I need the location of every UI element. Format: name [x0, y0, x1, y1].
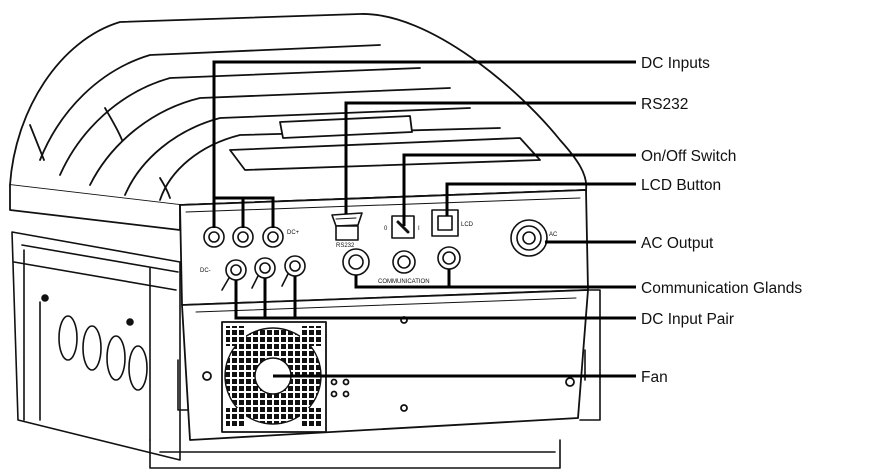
- callout-dc-inputs: DC Inputs: [641, 55, 710, 72]
- leader-dc-input-pair: [234, 276, 636, 320]
- leader-dc-inputs: [212, 60, 636, 228]
- lcd-button-part: [431, 209, 459, 237]
- switch-on-mark: I: [418, 226, 420, 232]
- ac-output-gland: [510, 219, 548, 257]
- leader-rs232: [344, 101, 636, 214]
- switch-off-mark: 0: [384, 226, 388, 232]
- dc-plus-mark: DC+: [287, 230, 300, 236]
- inverter-illustration: [9, 13, 601, 469]
- callout-rs232: RS232: [641, 96, 688, 113]
- callout-dc-input-pair: DC Input Pair: [641, 311, 734, 328]
- mounting-bracket: [11, 231, 601, 469]
- lcd-mark: LCD: [461, 222, 474, 228]
- leader-communication-glands: [354, 269, 636, 289]
- leader-on-off-switch: [402, 153, 636, 226]
- callout-communication-glands: Communication Glands: [641, 280, 802, 297]
- callout-on-off-switch: On/Off Switch: [641, 148, 736, 165]
- leader-lcd-button: [445, 182, 636, 216]
- communication-mark: COMMUNICATION: [378, 279, 430, 285]
- rs232-port: [331, 212, 363, 241]
- ac-mark: AC: [549, 232, 558, 238]
- callout-labels: DC Inputs RS232 On/Off Switch LCD Button…: [641, 55, 802, 386]
- panel-markings: DC+ DC- RS232 0 I LCD AC COMMUNICATION: [200, 222, 558, 285]
- leader-dc-inputs-branch: [214, 196, 275, 228]
- dc-minus-mark: DC-: [200, 268, 211, 274]
- callout-ac-output: AC Output: [641, 235, 714, 252]
- callout-fan: Fan: [641, 369, 668, 386]
- dc-input-connectors: [203, 226, 284, 248]
- callout-lcd-button: LCD Button: [641, 177, 721, 194]
- dc-input-pair-connectors: [221, 255, 306, 291]
- rs232-mark: RS232: [336, 243, 355, 249]
- leader-lines: [212, 60, 636, 378]
